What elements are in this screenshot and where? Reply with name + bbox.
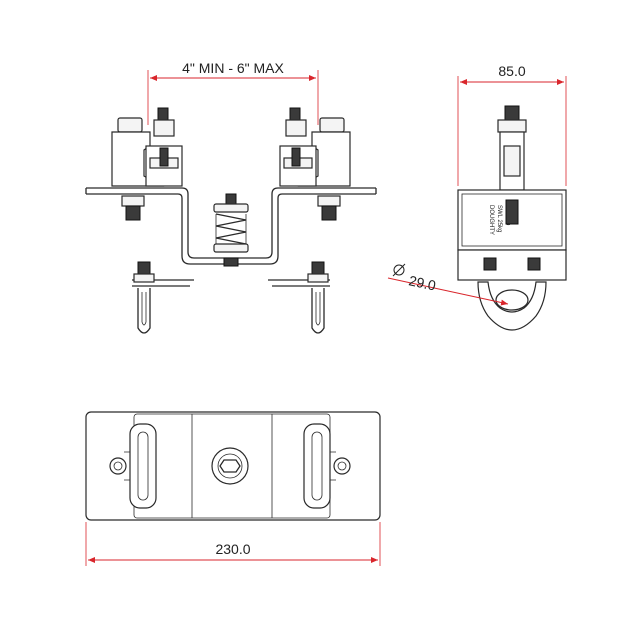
right-hanger [307,261,329,334]
left-hanger [133,261,155,334]
span-dimension: 4" MIN - 6" MAX [147,60,319,125]
label-line-1: DOUGHTY [488,205,494,235]
lower-bar [132,279,330,287]
side-view: 85.0 DOUGHTY SWL 25kg T58250 29.0 [387,63,567,331]
front-view: 4" MIN - 6" MAX [85,60,377,334]
diameter-dimension-label: 29.0 [407,272,437,293]
left-slot-clamp [109,423,157,509]
right-beam-clamp [279,107,351,221]
spring-assembly [213,193,249,267]
span-dimension-label: 4" MIN - 6" MAX [182,60,284,76]
length-dimension-label: 230.0 [215,541,250,557]
length-dimension: 230.0 [85,522,381,566]
width-dimension-label: 85.0 [498,63,525,79]
tube-clamp [477,281,547,331]
label-line-2: SWL 25kg [496,205,502,232]
diameter-dimension: 29.0 [387,263,509,306]
left-beam-clamp [111,107,183,221]
width-dimension: 85.0 [457,63,567,186]
plan-view: 230.0 [85,411,381,566]
center-bolt [211,447,249,485]
right-slot-clamp [303,423,351,509]
